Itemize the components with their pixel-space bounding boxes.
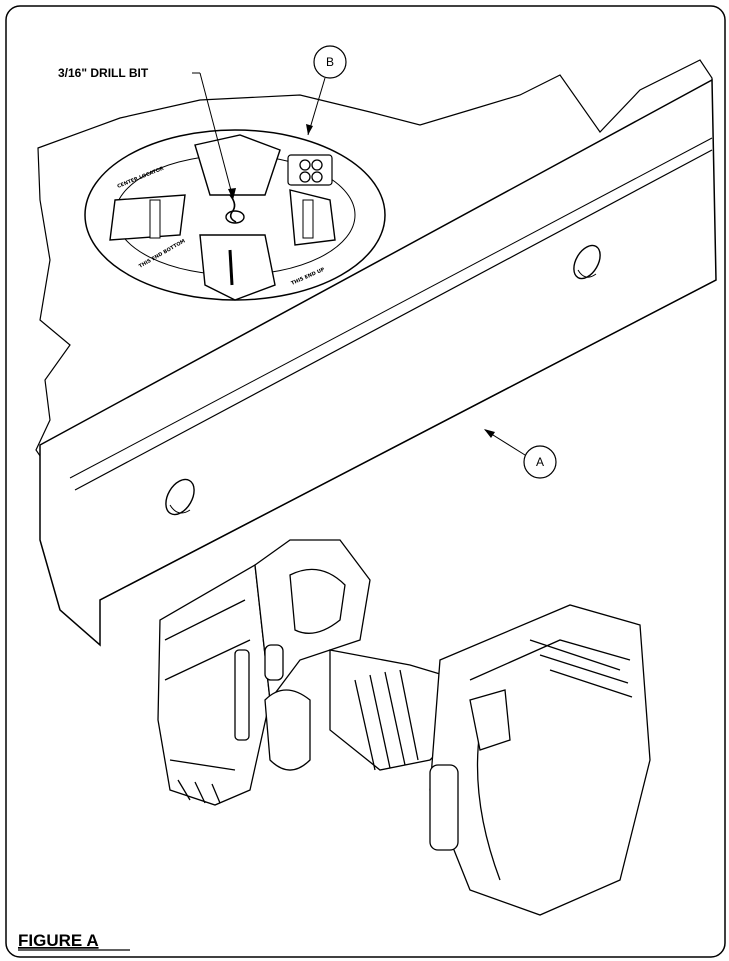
callout-b: B [306,45,347,136]
drill-template: CENTER LOCATOR THIS END BOTTOM THIS END … [84,129,386,301]
rail-channel [39,78,717,647]
drill-trigger [264,689,311,771]
figure-border [5,5,726,958]
figure-caption: FIGURE A [18,931,99,950]
svg-text:A: A [536,455,544,469]
power-drill [157,539,651,916]
svg-text:B: B [326,55,334,69]
drill-bit-label: 3/16" DRILL BIT [58,66,149,80]
drill-battery [429,604,651,916]
drill-bit-callout: 3/16" DRILL BIT [58,66,236,200]
rail-hole-left [165,478,195,516]
battery-release-button [429,764,459,851]
template-logo [287,154,333,186]
drill-front-housing [157,563,271,806]
drill-bit-tip [229,194,237,223]
rail-hole-right [573,244,601,280]
callout-a: A [484,429,557,479]
